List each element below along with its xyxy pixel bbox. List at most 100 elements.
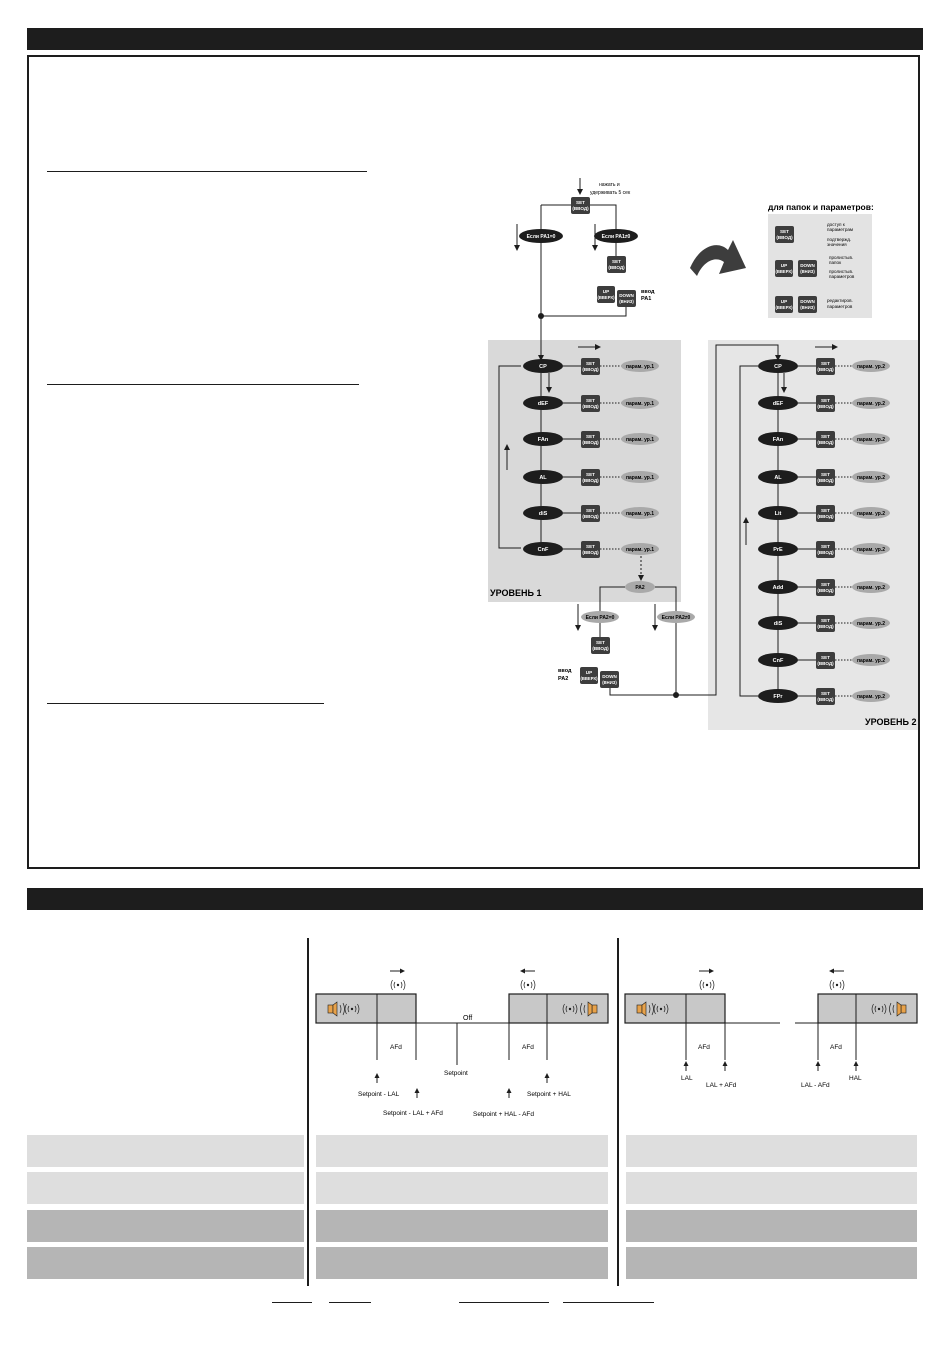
folder-label: FPr: [773, 694, 783, 700]
heading-underline-2: [47, 384, 359, 385]
legend-ud-desc2: папок: [829, 260, 842, 265]
level1-folder-row: AL SET(ВВОД) парам. ур.1: [523, 469, 659, 486]
lal-label: LAL: [681, 1075, 693, 1082]
signal-icon: [520, 979, 536, 991]
enter-pa1-line1: ввод: [641, 289, 655, 295]
legend-edit-desc1: редактиров.: [827, 298, 853, 303]
param-label: парам. ур.2: [857, 364, 885, 370]
param-label: парам. ур.1: [626, 475, 654, 481]
set-key: [816, 688, 835, 705]
up-key-pa1: [597, 286, 615, 303]
param-node: [852, 617, 890, 629]
param-label: парам. ур.2: [857, 401, 885, 407]
folder-label: AL: [539, 475, 547, 481]
entry-note-line2: удерживать 5 сек: [590, 190, 631, 196]
set-key: [816, 469, 835, 486]
legend-ud-desc3: пролистыв.: [829, 269, 853, 274]
set-key: [816, 358, 835, 375]
svg-text:(ВВОД): (ВВОД): [572, 206, 589, 211]
legend-up-key: [775, 260, 793, 277]
svg-text:(ВВОД): (ВВОД): [817, 478, 834, 483]
folder-node: [758, 506, 798, 520]
table-row-2-col3: [626, 1172, 917, 1204]
folder-label: AL: [774, 475, 782, 481]
param-label: парам. ур.1: [626, 437, 654, 443]
folder-label: FAn: [773, 437, 784, 443]
afd-label: AFd: [830, 1044, 842, 1051]
lal-afd-label: LAL + AFd: [706, 1082, 737, 1089]
set-key: [581, 541, 600, 558]
set-key: [816, 505, 835, 522]
svg-text:(ВВОД): (ВВОД): [817, 440, 834, 445]
signal-icon: [699, 979, 715, 991]
svg-text:SET: SET: [576, 200, 585, 205]
sp-hal-afd-label: Setpoint + HAL - AFd: [473, 1111, 534, 1118]
folder-node: [758, 470, 798, 484]
svg-text:(ВВОД): (ВВОД): [817, 624, 834, 629]
param-label: парам. ур.2: [857, 547, 885, 553]
legend-set-desc3: подтвержд.: [827, 237, 851, 242]
svg-text:SET: SET: [586, 434, 595, 439]
param-node: [852, 507, 890, 519]
hal-label: HAL: [849, 1075, 862, 1082]
param-node: [852, 543, 890, 555]
folder-node: [758, 542, 798, 556]
legend-up-key-2: [775, 296, 793, 313]
svg-text:(ВВОД): (ВВОД): [817, 367, 834, 372]
level1-title: УРОВЕНЬ 1: [490, 588, 541, 598]
param-node: [852, 690, 890, 702]
set-key: [816, 652, 835, 669]
folder-node: [758, 653, 798, 667]
param-label: парам. ур.2: [857, 658, 885, 664]
svg-text:UP: UP: [781, 263, 787, 268]
set-key: [816, 541, 835, 558]
legend-set-desc4: значения: [827, 242, 847, 247]
folder-node: [523, 359, 563, 373]
setpoint-label: Setpoint: [444, 1070, 468, 1077]
svg-text:(ВВОД): (ВВОД): [582, 478, 599, 483]
param-node: [621, 471, 659, 483]
param-node: [621, 507, 659, 519]
table-row-4-col1: [27, 1247, 304, 1279]
folder-node: [758, 432, 798, 446]
legend-down-key: [798, 260, 817, 277]
svg-text:SET: SET: [821, 508, 830, 513]
legend-pointer-arrow: [690, 240, 746, 276]
param-label: парам. ур.2: [857, 437, 885, 443]
set-key: [816, 431, 835, 448]
svg-text:SET: SET: [586, 472, 595, 477]
svg-text:DOWN: DOWN: [619, 293, 634, 298]
param-node: [621, 360, 659, 372]
svg-text:Если PA2≠0: Если PA2≠0: [662, 615, 691, 621]
param-label: парам. ур.1: [626, 511, 654, 517]
table-row-1-col3: [626, 1135, 917, 1167]
svg-text:Если PA1=0: Если PA1=0: [527, 234, 556, 240]
afd-label: AFd: [390, 1044, 402, 1051]
param-label: парам. ур.1: [626, 364, 654, 370]
svg-text:SET: SET: [586, 508, 595, 513]
svg-text:SET: SET: [821, 544, 830, 549]
folder-label: dEF: [773, 401, 784, 407]
param-label: парам. ур.1: [626, 547, 654, 553]
folder-label: CnF: [773, 658, 784, 664]
folder-node: [758, 580, 798, 594]
menu-flow-diagram: УРОВЕНЬ 1 УРОВЕНЬ 2 нажать и удерживать …: [488, 178, 918, 730]
svg-text:PA2: PA2: [635, 585, 645, 591]
svg-text:(ВВЕРХ): (ВВЕРХ): [775, 305, 793, 310]
enter-pa2-line2: PA2: [558, 676, 568, 682]
section-header-bar-top: [27, 28, 923, 50]
signal-icon: [390, 979, 406, 991]
folder-label: FAn: [538, 437, 549, 443]
legend-ud-desc1: пролистыв.: [829, 255, 853, 260]
svg-text:(ВВОД): (ВВОД): [582, 550, 599, 555]
svg-text:Если PA1≠0: Если PA1≠0: [602, 234, 631, 240]
sp-lal-afd-label: Setpoint - LAL + AFd: [383, 1110, 443, 1117]
table-row-4-col3: [626, 1247, 917, 1279]
if-pa1-not0-node: [594, 229, 638, 243]
